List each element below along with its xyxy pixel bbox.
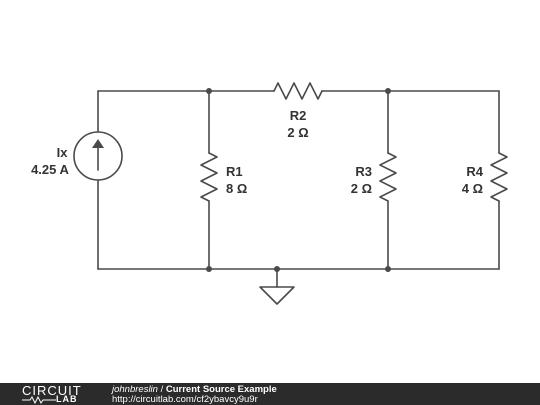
resistor-r4: [490, 152, 508, 202]
circuit-title: Current Source Example: [165, 384, 277, 395]
ground-icon: [259, 286, 295, 305]
r4-name-label: R4: [466, 164, 483, 179]
resistor-r2: [273, 82, 323, 100]
circuit-meta: johnbreslin / Current Source Example: [112, 384, 277, 395]
r3-value-label: 2 Ω: [351, 181, 372, 196]
r2-value-label: 2 Ω: [287, 125, 308, 140]
r1-value-label: 8 Ω: [226, 181, 247, 196]
current-source-ix: [73, 131, 123, 181]
resistor-r3: [379, 152, 397, 202]
junction-node: [385, 88, 391, 94]
r1-name-label: R1: [226, 164, 243, 179]
footer-bar: CIRCUIT LAB johnbreslin / Current Source…: [0, 383, 540, 405]
source-value-label: 4.25 A: [31, 162, 69, 177]
current-arrow-icon: [92, 139, 104, 148]
junction-node: [206, 266, 212, 272]
logo-resistor-icon: [22, 396, 56, 404]
circuit-schematic: Ix 4.25 A R2 2 Ω R1 8 Ω R3 2 Ω R4 4 Ω: [31, 82, 508, 305]
resistor-r1: [200, 152, 218, 202]
junction-node: [206, 88, 212, 94]
meta-separator: /: [157, 384, 166, 395]
junction-node: [385, 266, 391, 272]
logo-lab-text: LAB: [56, 394, 78, 404]
junction-node: [274, 266, 280, 272]
source-name-label: Ix: [57, 145, 69, 160]
logo-circuit-text: CIRCUIT: [22, 383, 82, 398]
r3-name-label: R3: [355, 164, 372, 179]
current-source-circle: [73, 131, 123, 181]
author-link[interactable]: johnbreslin: [112, 384, 158, 395]
r4-value-label: 4 Ω: [462, 181, 483, 196]
r2-name-label: R2: [290, 108, 307, 123]
circuit-url-link[interactable]: http://circuitlab.com/cf2ybavcy9u9r: [112, 394, 258, 405]
